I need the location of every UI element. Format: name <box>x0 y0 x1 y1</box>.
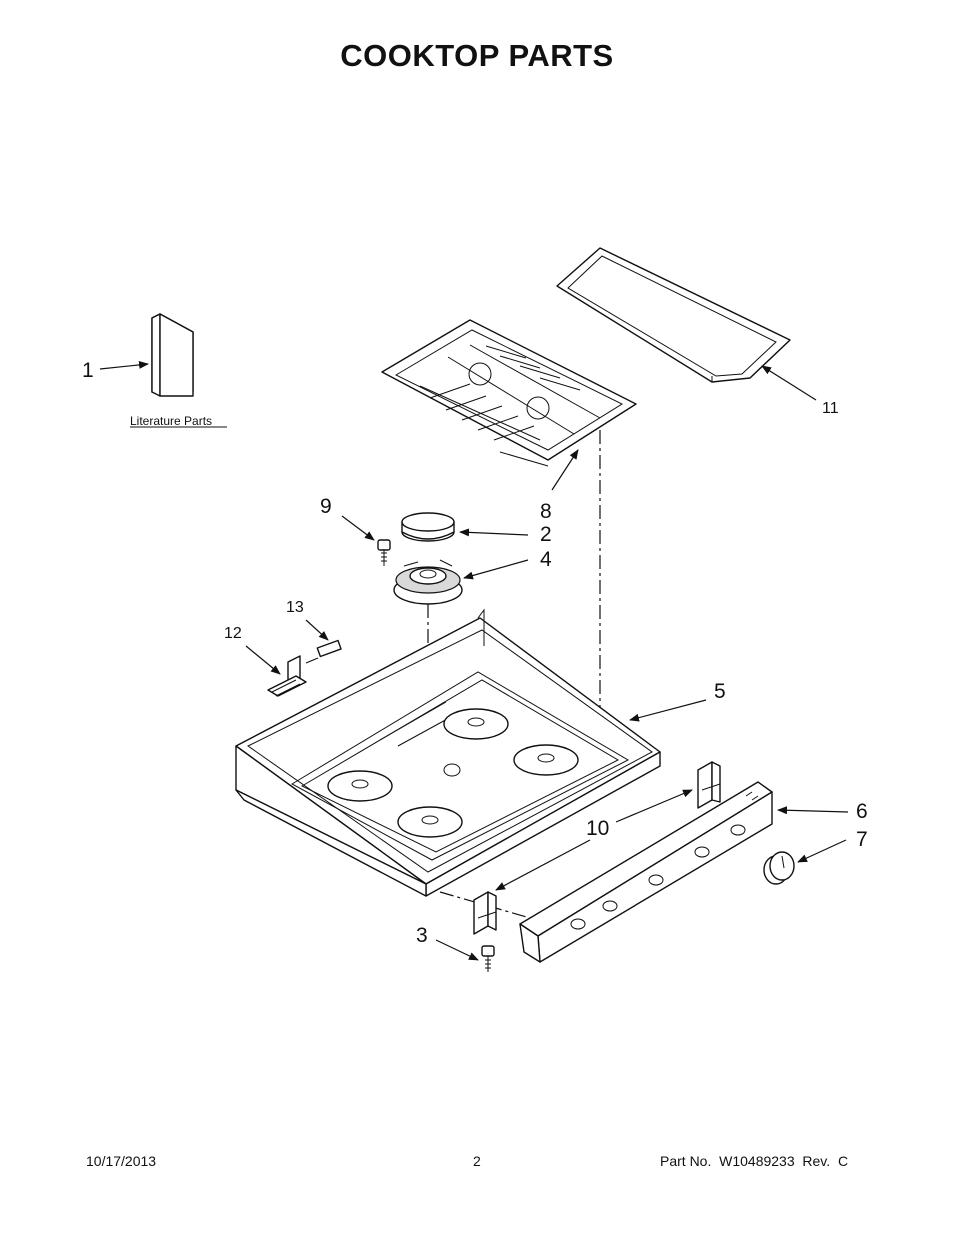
leader-1 <box>99 360 149 370</box>
callout-12: 12 <box>224 625 242 642</box>
callout-3: 3 <box>416 924 428 947</box>
callout-6: 6 <box>856 800 868 823</box>
callout-4: 4 <box>540 548 552 571</box>
burner-screw <box>377 539 391 566</box>
leader-2 <box>459 528 529 537</box>
footer-page-number: 2 <box>473 1153 481 1169</box>
control-panel <box>519 781 773 963</box>
leader-5 <box>629 699 707 722</box>
leader-13 <box>305 619 329 641</box>
callout-5: 5 <box>714 680 726 703</box>
callout-10: 10 <box>586 817 609 840</box>
leader-8 <box>551 449 579 491</box>
leader-7 <box>797 839 847 863</box>
leader-10-left <box>495 839 591 891</box>
leader-11 <box>761 365 817 401</box>
bolt-13 <box>305 639 342 664</box>
leader-9 <box>341 515 375 541</box>
leader-3 <box>435 939 479 961</box>
control-panel-bracket-left <box>473 891 497 935</box>
control-panel-bracket-right <box>697 761 721 809</box>
callout-7: 7 <box>856 828 868 851</box>
bracket-12 <box>267 655 307 697</box>
literature-booklet <box>151 313 194 397</box>
footer-date: 10/17/2013 <box>86 1153 157 1169</box>
control-knob <box>763 851 795 885</box>
callout-8: 8 <box>540 500 552 523</box>
alignment-line-bracket <box>439 891 531 919</box>
literature-parts-label: Literature Parts <box>130 414 212 428</box>
griddle <box>556 247 791 383</box>
callout-11: 11 <box>822 400 839 417</box>
leader-12 <box>245 645 281 675</box>
callout-1: 1 <box>82 359 94 382</box>
page-title: COOKTOP PARTS <box>340 38 614 73</box>
callout-13: 13 <box>286 599 304 616</box>
cooktop-main-top <box>235 608 661 897</box>
burner-base <box>393 559 463 605</box>
bolt-3 <box>481 945 495 972</box>
burner-cap <box>401 512 455 542</box>
leader-6 <box>777 806 849 815</box>
callout-2: 2 <box>540 523 552 546</box>
leader-10-right <box>615 789 693 823</box>
leader-4 <box>463 559 529 580</box>
footer-part-number: Part No. W10489233 Rev. C <box>660 1153 849 1169</box>
callout-9: 9 <box>320 495 332 518</box>
burner-grate <box>381 319 637 467</box>
